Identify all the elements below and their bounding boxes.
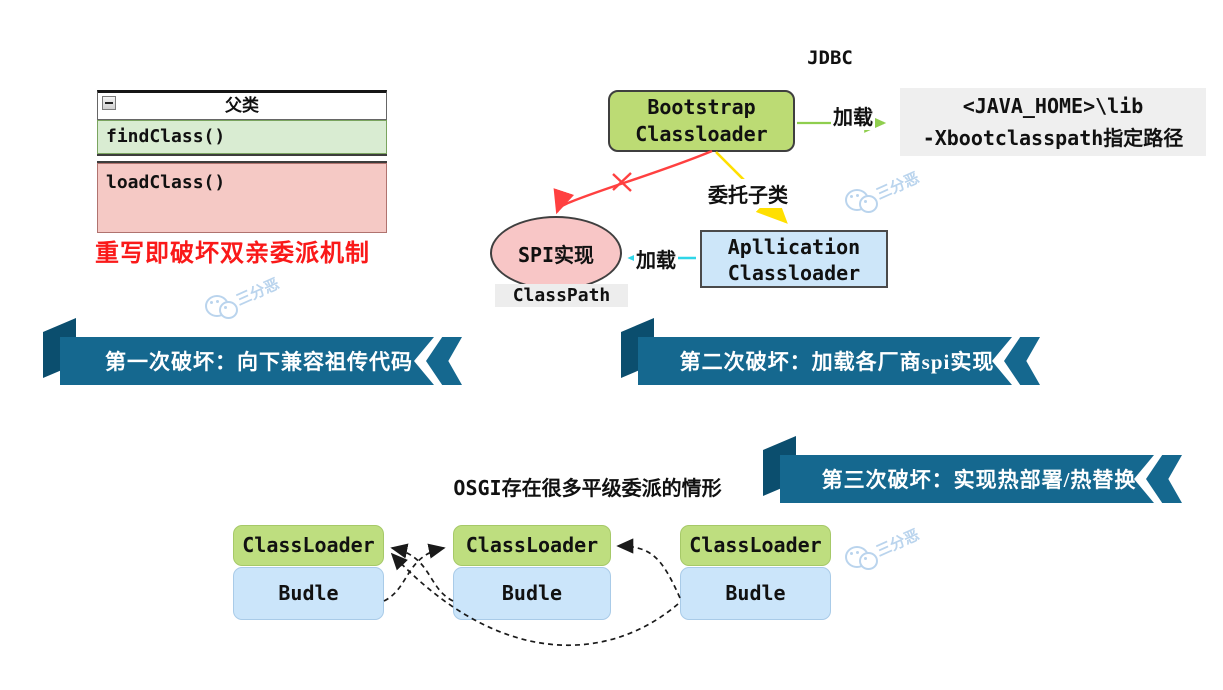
ribbon-third-break-text: 第三次破坏：实现热部署/热替换 (821, 468, 1137, 492)
classloader-box-1: ClassLoader (233, 525, 384, 566)
budle-box-2: Budle (453, 567, 611, 620)
ribbon-second-break: 第二次破坏：加载各厂商spi实现 (621, 317, 1041, 390)
load-label-bottom: 加载 (634, 244, 678, 273)
watermark-sanfene: 三分恶 (205, 273, 305, 329)
java-home-line1: <JAVA_HOME>\lib (962, 94, 1144, 118)
spi-implementation-ellipse: SPI实现 (490, 216, 622, 290)
application-line1: Apllication (727, 235, 861, 259)
osgi-arrow-budle2-to-classloader1 (390, 543, 454, 602)
override-warning-caption: 重写即破坏双亲委派机制 (95, 241, 370, 267)
method-row-findclass: findClass() (97, 120, 387, 154)
bootstrap-line2: Classloader (635, 122, 768, 146)
osgi-pair-1: ClassLoader Budle (233, 525, 384, 620)
osgi-arrow-budle3-to-classloader2 (616, 538, 681, 599)
class-header: 父类 (97, 90, 387, 120)
osgi-section-title: OSGI存在很多平级委派的情形 (453, 476, 722, 500)
osgi-pair-3: ClassLoader Budle (680, 525, 831, 620)
classloader-box-3: ClassLoader (680, 525, 831, 566)
java-home-box: <JAVA_HOME>\lib -Xbootclasspath指定路径 (900, 88, 1206, 156)
osgi-pair-2: ClassLoader Budle (453, 525, 611, 620)
application-line2: Classloader (727, 261, 861, 285)
cross-mark-icon (612, 172, 632, 191)
cross-mark-icon (612, 173, 632, 192)
parent-class-box: 父类 findClass() loadClass() (97, 90, 387, 233)
watermark-sanfene: 三分恶 (845, 524, 945, 580)
chat-bubble-icon (219, 301, 238, 319)
watermark-text: 三分恶 (873, 169, 922, 204)
row-separator (97, 154, 387, 163)
watermark-text: 三分恶 (873, 526, 922, 561)
application-classloader-box: Apllication Classloader (700, 230, 888, 288)
ribbon-third-break: 第三次破坏：实现热部署/热替换 (763, 435, 1183, 508)
load-label-top: 加载 (831, 101, 875, 130)
osgi-arrow-budle1-to-classloader2 (383, 543, 446, 602)
ribbon-chevron-icon (1146, 455, 1182, 503)
ribbon-chevron-icon (1004, 337, 1040, 385)
ribbon-chevron-icon (426, 337, 462, 385)
jdbc-label: JDBC (807, 47, 853, 69)
ribbon-first-break-text: 第一次破坏：向下兼容祖传代码 (105, 350, 413, 374)
chat-bubble-icon (859, 552, 878, 570)
budle-box-3: Budle (680, 567, 831, 620)
delegate-label: 委托子类 (706, 179, 790, 208)
classpath-box: ClassPath (495, 284, 628, 307)
classloader-box-2: ClassLoader (453, 525, 611, 566)
broken-delegation-arrow-red (553, 149, 713, 215)
watermark-text: 三分恶 (233, 275, 282, 310)
class-title: 父类 (225, 96, 259, 115)
bootstrap-classloader-box: Bootstrap Classloader (608, 90, 795, 152)
bootstrap-line1: Bootstrap (647, 95, 756, 119)
budle-box-1: Budle (233, 567, 384, 620)
ribbon-first-break: 第一次破坏：向下兼容祖传代码 (43, 317, 463, 390)
collapse-minus-icon (102, 96, 116, 110)
ribbon-second-break-text: 第二次破坏：加载各厂商spi实现 (679, 350, 995, 374)
watermark-sanfene: 三分恶 (845, 167, 945, 223)
chat-bubble-icon (859, 195, 878, 213)
method-row-loadclass: loadClass() (97, 163, 387, 233)
java-home-line2: -Xbootclasspath指定路径 (922, 126, 1184, 150)
